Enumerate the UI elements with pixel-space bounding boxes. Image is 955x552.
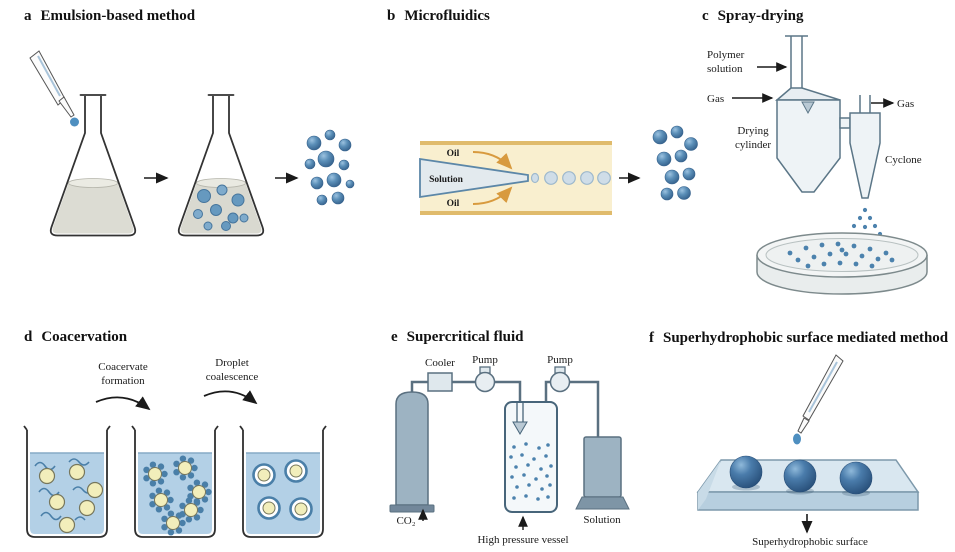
- panel-d-illustration: Coacervate formation Droplet coalescence: [23, 357, 327, 538]
- microsphere-cluster: [652, 125, 698, 201]
- panel-c-letter: c: [702, 8, 709, 24]
- gas-out-label: Gas: [897, 98, 914, 110]
- pump-right: [549, 366, 571, 393]
- panel-e-letter: e: [391, 329, 398, 345]
- cooler-box: [427, 372, 453, 392]
- beaker-coalesced: [239, 425, 327, 538]
- collected-particles: [787, 241, 895, 269]
- panel-a-title-text: Emulsion-based method: [40, 8, 196, 24]
- cyclone-label: Cyclone: [885, 154, 922, 166]
- microsphere-cluster: [304, 129, 355, 206]
- panel-d-letter: d: [24, 329, 33, 345]
- panel-f-letter: f: [649, 330, 654, 346]
- panel-a-illustration: [29, 50, 355, 237]
- pipes: [410, 380, 600, 437]
- oil-bottom-label: Oil: [447, 199, 460, 209]
- yellow-droplets: [38, 463, 104, 534]
- flow-focusing-nozzle: [419, 157, 529, 199]
- step1-label-line1: Coacervate: [98, 361, 148, 373]
- drying-label-line2: cylinder: [735, 139, 771, 151]
- pipette: [29, 50, 79, 127]
- drying-cylinder: [774, 87, 841, 193]
- co2-tank: [389, 391, 435, 513]
- pump-left: [474, 366, 496, 393]
- panel-d-title-text: Coacervation: [41, 329, 128, 345]
- co2-label: CO₂: [396, 515, 415, 527]
- polymer-label-line1: Polymer: [707, 49, 745, 61]
- solution-label: Solution: [583, 514, 621, 526]
- surface-label: Superhydrophobic surface: [752, 536, 868, 548]
- panel-f-title-text: Superhydrophobic surface mediated method: [663, 330, 949, 346]
- panel-a-letter: a: [24, 8, 32, 24]
- forming-droplets: [530, 171, 611, 185]
- pipette-drop: [793, 433, 801, 445]
- cyclone: [849, 95, 881, 199]
- solution-container: [575, 436, 630, 510]
- oil-top-label: Oil: [447, 149, 460, 159]
- panel-f-title: f Superhydrophobic surface mediated metho…: [649, 329, 955, 348]
- step1-label-line2: formation: [101, 375, 145, 387]
- flask-emulsion: [177, 94, 265, 237]
- panel-f-illustration: Superhydrophobic surface: [696, 354, 920, 548]
- step2-label-line2: coalescence: [206, 371, 259, 383]
- gas-in-label: Gas: [707, 93, 724, 105]
- oil-bottom-arrow: [472, 186, 513, 205]
- panel-c-title-text: Spray-drying: [717, 8, 804, 24]
- emulsion-droplets: [193, 184, 249, 231]
- polymer-label-line2: solution: [707, 63, 743, 75]
- step1-curved-arrow: [95, 396, 151, 411]
- panel-c-title: c Spray-drying: [702, 8, 804, 25]
- panel-e-title-text: Supercritical fluid: [406, 329, 524, 345]
- step2-curved-arrow: [203, 390, 258, 405]
- pump-right-label: Pump: [547, 354, 573, 366]
- flask-solution: [49, 94, 137, 237]
- beaker-coacervates: [131, 425, 219, 538]
- pipette-drop: [70, 117, 79, 127]
- panel-e-title: e Supercritical fluid: [391, 329, 523, 346]
- dissolved-particles: [509, 442, 553, 501]
- panel-b-title-text: Microfluidics: [404, 8, 490, 24]
- cooler-label: Cooler: [425, 357, 455, 369]
- panel-e-illustration: CO₂ Cooler Pump Pump: [389, 354, 630, 546]
- pump-left-label: Pump: [472, 354, 498, 366]
- feed-tube: [785, 35, 808, 88]
- panel-c-illustration: Polymer solution Gas Drying cylinder Gas…: [707, 35, 928, 295]
- step2-label-line1: Droplet: [215, 357, 249, 369]
- connector-pipe: [839, 117, 851, 129]
- sessile-droplets: [729, 455, 873, 497]
- oil-top-arrow: [472, 151, 513, 170]
- vessel-label: High pressure vessel: [477, 534, 568, 546]
- panel-b-letter: b: [387, 8, 396, 24]
- drying-label-line1: Drying: [737, 125, 769, 137]
- panel-b-illustration: Oil Solution Oil: [419, 125, 698, 215]
- high-pressure-vessel: [504, 401, 558, 513]
- petri-dish: [756, 232, 928, 295]
- panel-d-title: d Coacervation: [24, 329, 127, 346]
- panel-a-title: a Emulsion-based method: [24, 8, 195, 25]
- panel-b-title: b Microfluidics: [387, 8, 490, 25]
- solution-label: Solution: [429, 175, 464, 185]
- beaker-polymer-mixture: [23, 425, 111, 538]
- pipette: [793, 354, 844, 445]
